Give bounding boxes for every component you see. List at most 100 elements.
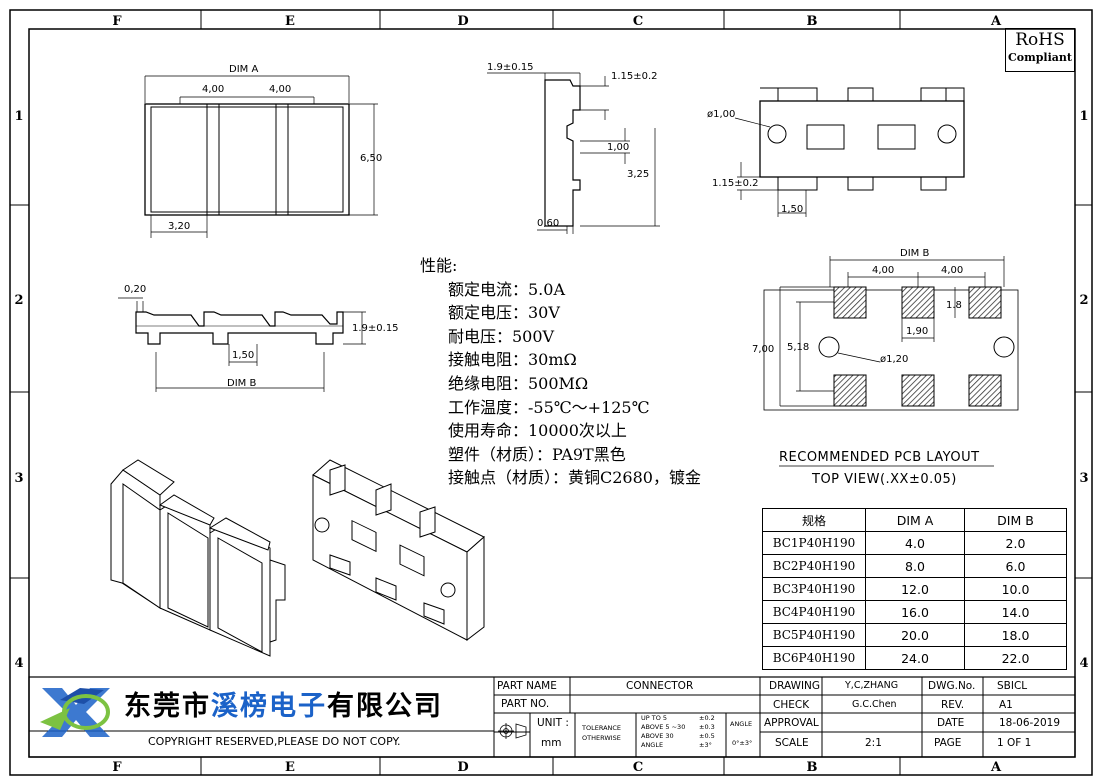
spec-item: 绝缘电阻：500MΩ xyxy=(448,373,589,393)
cell-dim-a: 8.0 xyxy=(865,554,965,578)
copyright-notice: COPYRIGHT RESERVED,PLEASE DO NOT COPY. xyxy=(148,735,401,748)
iso-view-1 xyxy=(110,459,286,657)
rev-value: A1 xyxy=(999,699,1013,711)
spec-item: 接触电阻：30mΩ xyxy=(448,350,577,370)
cell-dim-a: 4.0 xyxy=(865,531,965,555)
date-value: 18-06-2019 xyxy=(999,717,1061,729)
side-190: 1.9±0.15 xyxy=(487,62,534,73)
spec-item: 耐电压：500V xyxy=(448,326,555,346)
col-label-a-bottom: A xyxy=(990,760,1002,775)
cell-dim-b: 14.0 xyxy=(964,600,1067,624)
cell-model: BC5P40H190 xyxy=(762,623,866,647)
rohs-subtitle: Compliant xyxy=(1008,51,1072,64)
col-label-c-top: C xyxy=(633,14,643,29)
pcb-190: 1,90 xyxy=(906,326,928,337)
row-label-2-left: 2 xyxy=(14,293,23,308)
row-label-2-right: 2 xyxy=(1079,293,1088,308)
company-logo xyxy=(40,688,110,737)
header-dim-a: DIM A xyxy=(865,508,965,532)
projection-symbol xyxy=(498,723,527,739)
bot-115: 1.15±0.2 xyxy=(712,178,759,189)
tolerance-range-1: UP TO 5 xyxy=(641,714,668,722)
side-view xyxy=(487,72,660,234)
cell-dim-a: 20.0 xyxy=(865,623,965,647)
angle-label: ANGLE xyxy=(730,720,753,728)
part-no-label: PART NO. xyxy=(501,698,550,710)
pcb-caption-1: RECOMMENDED PCB LAYOUT xyxy=(779,450,980,465)
col-label-e-bottom: E xyxy=(285,760,295,775)
pcb-dim-b: DIM B xyxy=(900,248,929,259)
check-label: CHECK xyxy=(773,699,810,711)
tolerance-range-4: ANGLE xyxy=(641,741,664,749)
angle-value: 0°±3° xyxy=(732,739,753,747)
drawing-value: Y,C,ZHANG xyxy=(845,680,899,691)
top-view xyxy=(144,75,378,238)
company-name: 东莞市溪榜电子有限公司 xyxy=(124,684,443,723)
unit-label: UNIT : xyxy=(537,717,569,729)
dwg-label: DWG.No. xyxy=(928,680,976,692)
company-name-part-3: 有限公司 xyxy=(327,691,443,722)
check-value: G.C.Chen xyxy=(852,699,897,710)
row-label-3-left: 3 xyxy=(14,471,23,486)
pcb-18: 1.8 xyxy=(946,300,962,311)
col-label-d-bottom: D xyxy=(457,760,468,775)
row-label-3-right: 3 xyxy=(1079,471,1088,486)
pcb-518: 5,18 xyxy=(787,342,809,353)
part-name-value: CONNECTOR xyxy=(626,680,694,692)
spec-item: 额定电压：30V xyxy=(448,303,560,323)
row-label-1-right: 1 xyxy=(1079,109,1088,124)
spec-heading: 性能: xyxy=(420,256,458,275)
cell-dim-b: 6.0 xyxy=(964,554,1067,578)
side-115: 1.15±0.2 xyxy=(611,71,658,82)
rev-label: REV. xyxy=(941,699,965,711)
pcb-pitch-2: 4,00 xyxy=(941,265,963,276)
tolerance-value-1: ±0.2 xyxy=(699,714,715,722)
tolerance-value-4: ±3° xyxy=(699,741,712,749)
cell-model: BC1P40H190 xyxy=(762,531,866,555)
side-100: 1,00 xyxy=(607,142,629,153)
spec-item: 工作温度：-55℃～+125℃ xyxy=(448,397,650,417)
part-name-label: PART NAME xyxy=(497,680,557,692)
col-label-c-bottom: C xyxy=(633,760,643,775)
top-pitch-2: 4,00 xyxy=(269,84,291,95)
dim-a-label: DIM A xyxy=(229,64,258,75)
tolerance-label-1: TOLERANCE xyxy=(582,724,622,732)
front-150: 1,50 xyxy=(232,350,254,361)
cell-dim-a: 24.0 xyxy=(865,646,965,670)
rohs-title: RoHS xyxy=(1015,30,1065,50)
col-label-b-top: B xyxy=(807,14,818,29)
unit-value: mm xyxy=(541,737,562,749)
spec-list: 性能: 额定电流：5.0A 额定电压：30V 耐电压：500V 接触电阻：30m… xyxy=(420,254,701,490)
front-dim-b: DIM B xyxy=(227,378,256,389)
iso-view-2 xyxy=(312,459,485,642)
table-header-row: 规格 DIM A DIM B xyxy=(762,508,1067,532)
tolerance-label-2: OTHERWISE xyxy=(582,734,621,742)
tolerance-range-3: ABOVE 30 xyxy=(641,732,674,740)
date-label: DATE xyxy=(937,717,965,729)
spec-item: 塑件（材质）：PA9T黑色 xyxy=(448,444,626,464)
header-spec: 规格 xyxy=(762,508,866,532)
scale-value: 2:1 xyxy=(865,737,882,749)
side-325: 3,25 xyxy=(627,169,649,180)
cell-dim-b: 10.0 xyxy=(964,577,1067,601)
rohs-badge: RoHS Compliant xyxy=(1005,28,1075,72)
tolerance-value-2: ±0.3 xyxy=(699,723,715,731)
front-190: 1.9±0.15 xyxy=(352,323,399,334)
pcb-700: 7,00 xyxy=(752,344,774,355)
header-dim-b: DIM B xyxy=(964,508,1067,532)
cell-model: BC2P40H190 xyxy=(762,554,866,578)
page-label: PAGE xyxy=(934,737,962,749)
pcb-layout xyxy=(763,256,1019,411)
width-320: 3,20 xyxy=(168,221,190,232)
drawing-label: DRAWING xyxy=(769,680,821,692)
front-020: 0,20 xyxy=(124,284,146,295)
front-view xyxy=(118,297,366,392)
company-name-part-2: 溪榜电子 xyxy=(211,691,327,722)
col-label-a-top: A xyxy=(990,14,1002,29)
